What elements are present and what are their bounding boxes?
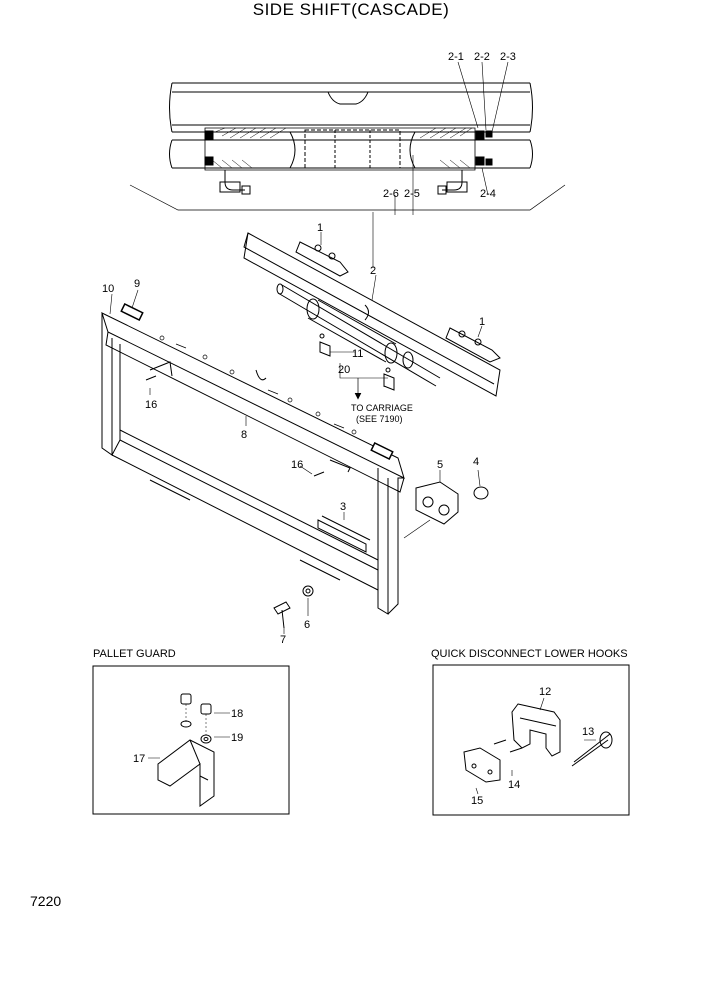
callout-20: 20 (338, 364, 350, 376)
callout-11: 11 (352, 348, 363, 360)
callout-2-3: 2-3 (500, 51, 516, 63)
page-number: 7220 (30, 893, 62, 909)
carriage-frame (101, 289, 431, 615)
callout-18: 18 (231, 708, 243, 720)
callout-13: 13 (582, 726, 594, 738)
callout-labels: 2-1 2-2 2-3 2-6 2-5 2-4 1 2 1 9 10 11 20… (102, 51, 594, 807)
pallet-guard-box (92, 665, 290, 815)
quick-disconnect-heading: QUICK DISCONNECT LOWER HOOKS (431, 648, 628, 660)
small-parts (273, 469, 489, 634)
callout-14: 14 (508, 779, 520, 791)
sideshift-bar-assembly (243, 232, 501, 400)
callout-7: 7 (280, 634, 286, 646)
note-to-carriage: TO CARRIAGE (351, 403, 413, 413)
callout-16-right: 16 (291, 459, 303, 471)
callout-2-5: 2-5 (404, 188, 420, 200)
callout-10: 10 (102, 283, 114, 295)
callout-2: 2 (370, 265, 376, 277)
callout-2-6: 2-6 (383, 188, 399, 200)
quick-disconnect-box (432, 664, 630, 816)
callout-16-left: 16 (145, 399, 157, 411)
callout-9: 9 (134, 278, 140, 290)
callout-8: 8 (241, 429, 247, 441)
callout-12: 12 (539, 686, 551, 698)
pallet-guard-heading: PALLET GUARD (93, 648, 176, 660)
cross-section-detail (129, 61, 566, 215)
page-title: SIDE SHIFT(CASCADE) (252, 0, 450, 19)
callout-5: 5 (437, 459, 443, 471)
callout-6: 6 (304, 619, 310, 631)
callout-4: 4 (473, 456, 479, 468)
callout-2-1: 2-1 (448, 51, 464, 63)
callout-3: 3 (340, 501, 346, 513)
callout-15: 15 (471, 795, 483, 807)
callout-17: 17 (133, 753, 145, 765)
callout-1-left: 1 (317, 222, 323, 234)
callout-2-2: 2-2 (474, 51, 490, 63)
note-see-7190: (SEE 7190) (356, 414, 403, 424)
callout-1-right: 1 (479, 316, 485, 328)
callout-2-4: 2-4 (480, 188, 496, 200)
callout-19: 19 (231, 732, 243, 744)
